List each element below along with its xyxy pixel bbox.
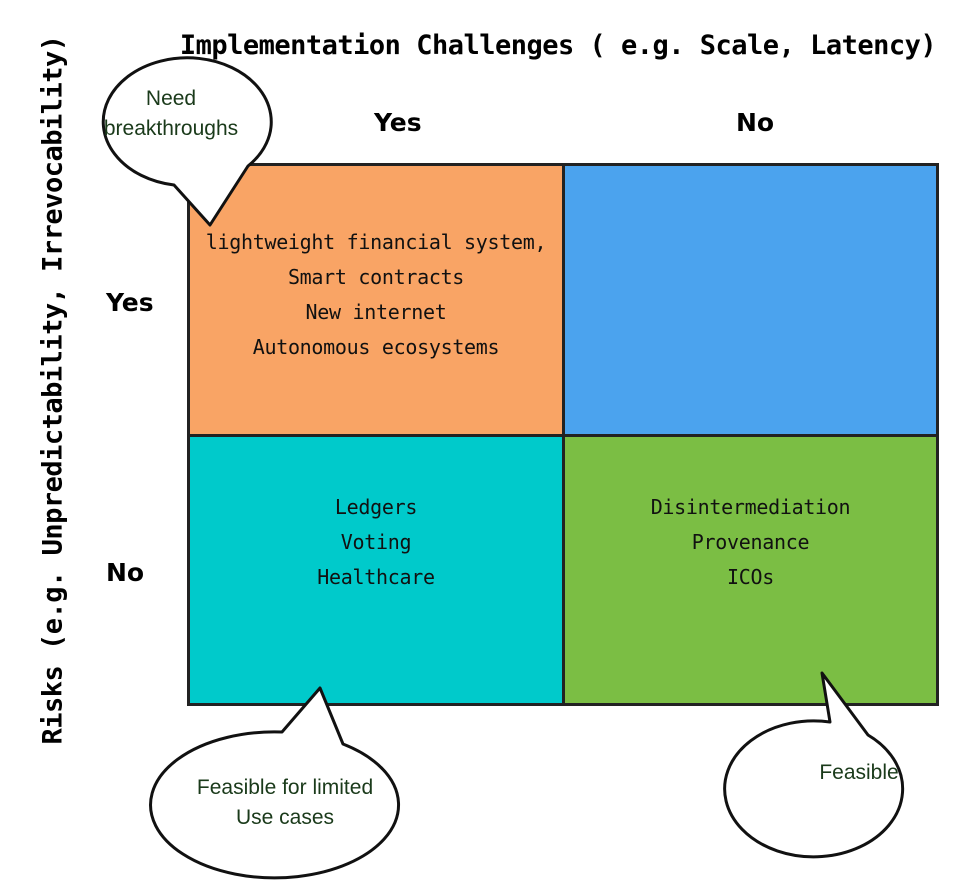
callout-line: Feasible (819, 761, 899, 784)
diagram-title: Implementation Challenges ( e.g. Scale, … (179, 30, 937, 61)
quadrant-item: Voting (340, 530, 412, 554)
column-header-no: No (736, 108, 775, 137)
quadrant-low-risk-high-challenge: Ledgers Voting Healthcare (187, 434, 565, 706)
quadrant-item: lightweight financial system, (205, 230, 547, 254)
quadrant-item: Provenance (691, 530, 810, 554)
quadrant-item: New internet (305, 300, 447, 324)
row-header-no: No (106, 558, 145, 587)
callout-line: Need (145, 87, 197, 110)
quadrant-item: Disintermediation (650, 495, 851, 519)
callout-bubble-top-left (101, 56, 273, 227)
column-header-yes: Yes (374, 108, 422, 137)
quadrant-item: Ledgers (334, 495, 418, 519)
quadrant-low-risk-low-challenge: Disintermediation Provenance ICOs (562, 434, 939, 706)
callout-bubble-bottom-right (723, 671, 905, 859)
quadrant-item: Autonomous ecosystems (252, 335, 500, 359)
callout-line: Feasible for limited (196, 776, 374, 799)
quadrant-item: ICOs (727, 565, 774, 589)
callout-line: Use cases (235, 806, 335, 829)
quadrant-item: Smart contracts (287, 265, 465, 289)
row-header-yes: Yes (106, 288, 154, 317)
callout-line: breakthroughs (103, 117, 239, 140)
callout-bubble-bottom-left (149, 686, 401, 880)
quadrant-high-risk-high-challenge: lightweight financial system, Smart cont… (187, 163, 565, 437)
quadrant-item: Healthcare (317, 565, 435, 589)
quadrant-high-risk-low-challenge (562, 163, 939, 437)
